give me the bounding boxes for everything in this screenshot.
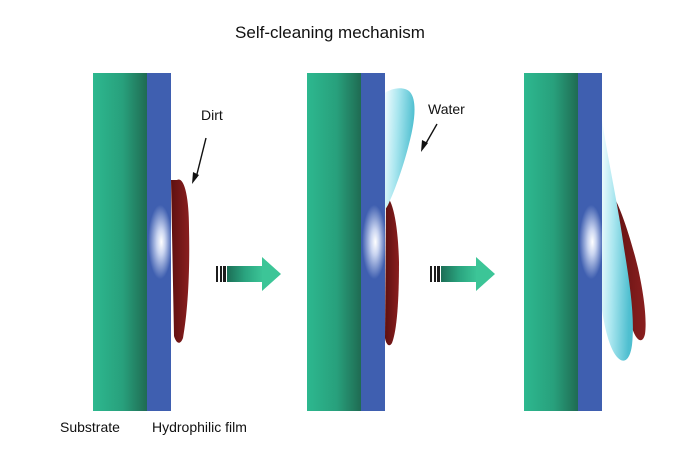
water-pointer-arrowhead [421, 140, 428, 152]
substrate-2 [307, 73, 361, 411]
dirt-1 [171, 179, 190, 343]
dirt-pointer-arrow [195, 137, 207, 179]
panel-1: Dirt [93, 73, 223, 411]
substrate-1 [93, 73, 147, 411]
dirt-2 [385, 196, 399, 346]
panel-2: Water [307, 73, 465, 411]
dirt-pointer-arrowhead [192, 172, 199, 184]
panel-3 [524, 73, 646, 411]
right-arrow-icon [430, 257, 495, 291]
film-1 [147, 73, 171, 411]
diagram-title: Self-cleaning mechanism [235, 23, 425, 42]
water-label: Water [428, 101, 465, 117]
dirt-label: Dirt [201, 107, 223, 123]
water-droplet-2 [385, 88, 415, 210]
water-film-3 [602, 120, 633, 361]
film-2 [361, 73, 385, 411]
film-3 [578, 73, 602, 411]
right-arrow-icon [216, 257, 281, 291]
water-pointer-arrow [424, 123, 438, 146]
substrate-label: Substrate [60, 419, 120, 435]
film-label: Hydrophilic film [152, 419, 247, 435]
substrate-3 [524, 73, 578, 411]
